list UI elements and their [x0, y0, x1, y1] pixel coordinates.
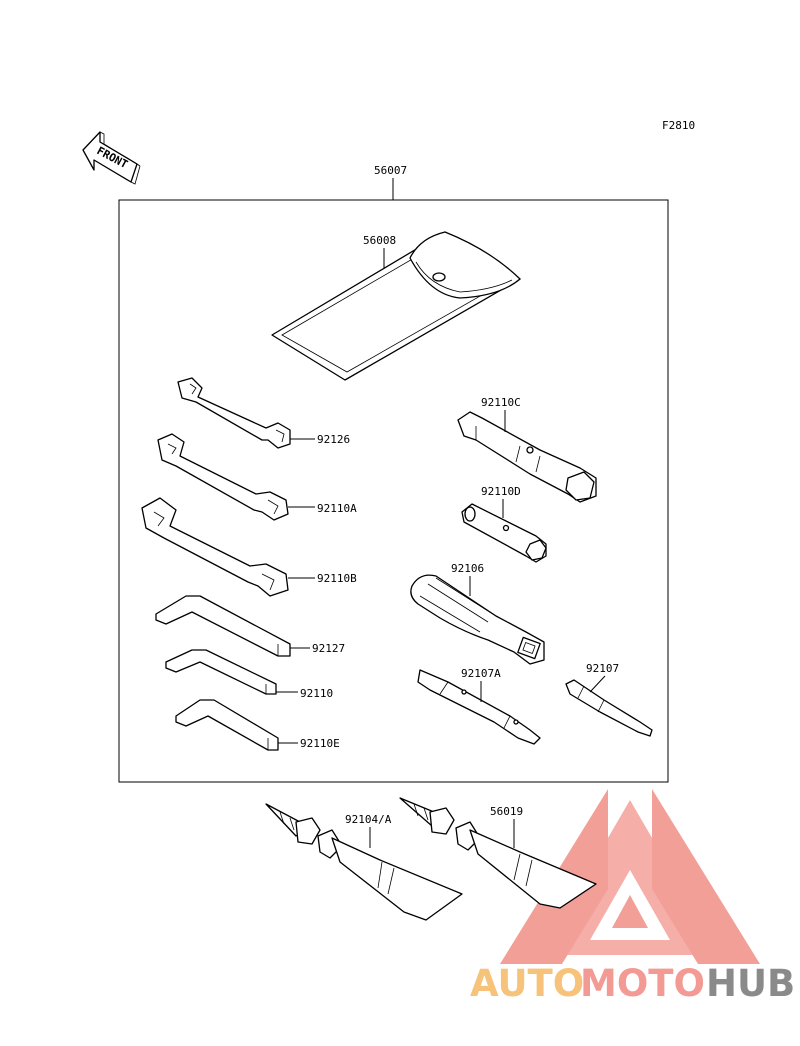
label-56019: 56019	[490, 805, 523, 818]
label-56007: 56007	[374, 164, 407, 177]
label-92110: 92110	[300, 687, 333, 700]
label-92110E: 92110E	[300, 737, 340, 750]
driver-bit-92107A	[417, 669, 541, 745]
wrench-92110A	[157, 433, 289, 521]
wrench-92126	[177, 377, 291, 449]
label-92110A: 92110A	[317, 502, 357, 515]
box-wrench-92110D	[461, 503, 547, 563]
watermark: AUTO MOTO HUB	[470, 962, 795, 1005]
label-92107: 92107	[586, 662, 619, 675]
watermark-part1: AUTO	[470, 962, 584, 1005]
driver-bit-92107	[565, 679, 653, 737]
box-wrench-92110C	[457, 411, 597, 503]
label-92126: 92126	[317, 433, 350, 446]
screwdriver-handle-92106	[410, 574, 545, 665]
front-arrow-icon: FRONT	[82, 131, 141, 185]
watermark-part3: HUB	[706, 962, 795, 1005]
grease-tube-56019	[399, 797, 597, 909]
hex-key-92110	[165, 649, 277, 695]
label-92104A: 92104/A	[345, 813, 392, 826]
wrench-92110B	[141, 497, 289, 597]
watermark-logo-icon	[500, 789, 760, 964]
label-92127: 92127	[312, 642, 345, 655]
hex-key-92127	[155, 595, 291, 657]
grease-tube-92104A	[265, 803, 463, 921]
label-92110C: 92110C	[481, 396, 521, 409]
hex-key-92110E	[175, 699, 279, 751]
tool-kit-frame	[118, 199, 669, 783]
label-92110D: 92110D	[481, 485, 521, 498]
label-92110B: 92110B	[317, 572, 357, 585]
watermark-part2: MOTO	[580, 962, 705, 1005]
label-92106: 92106	[451, 562, 484, 575]
label-92107A: 92107A	[461, 667, 501, 680]
figure-code: F2810	[662, 119, 695, 132]
label-56008: 56008	[363, 234, 396, 247]
tool-pouch	[271, 231, 521, 381]
